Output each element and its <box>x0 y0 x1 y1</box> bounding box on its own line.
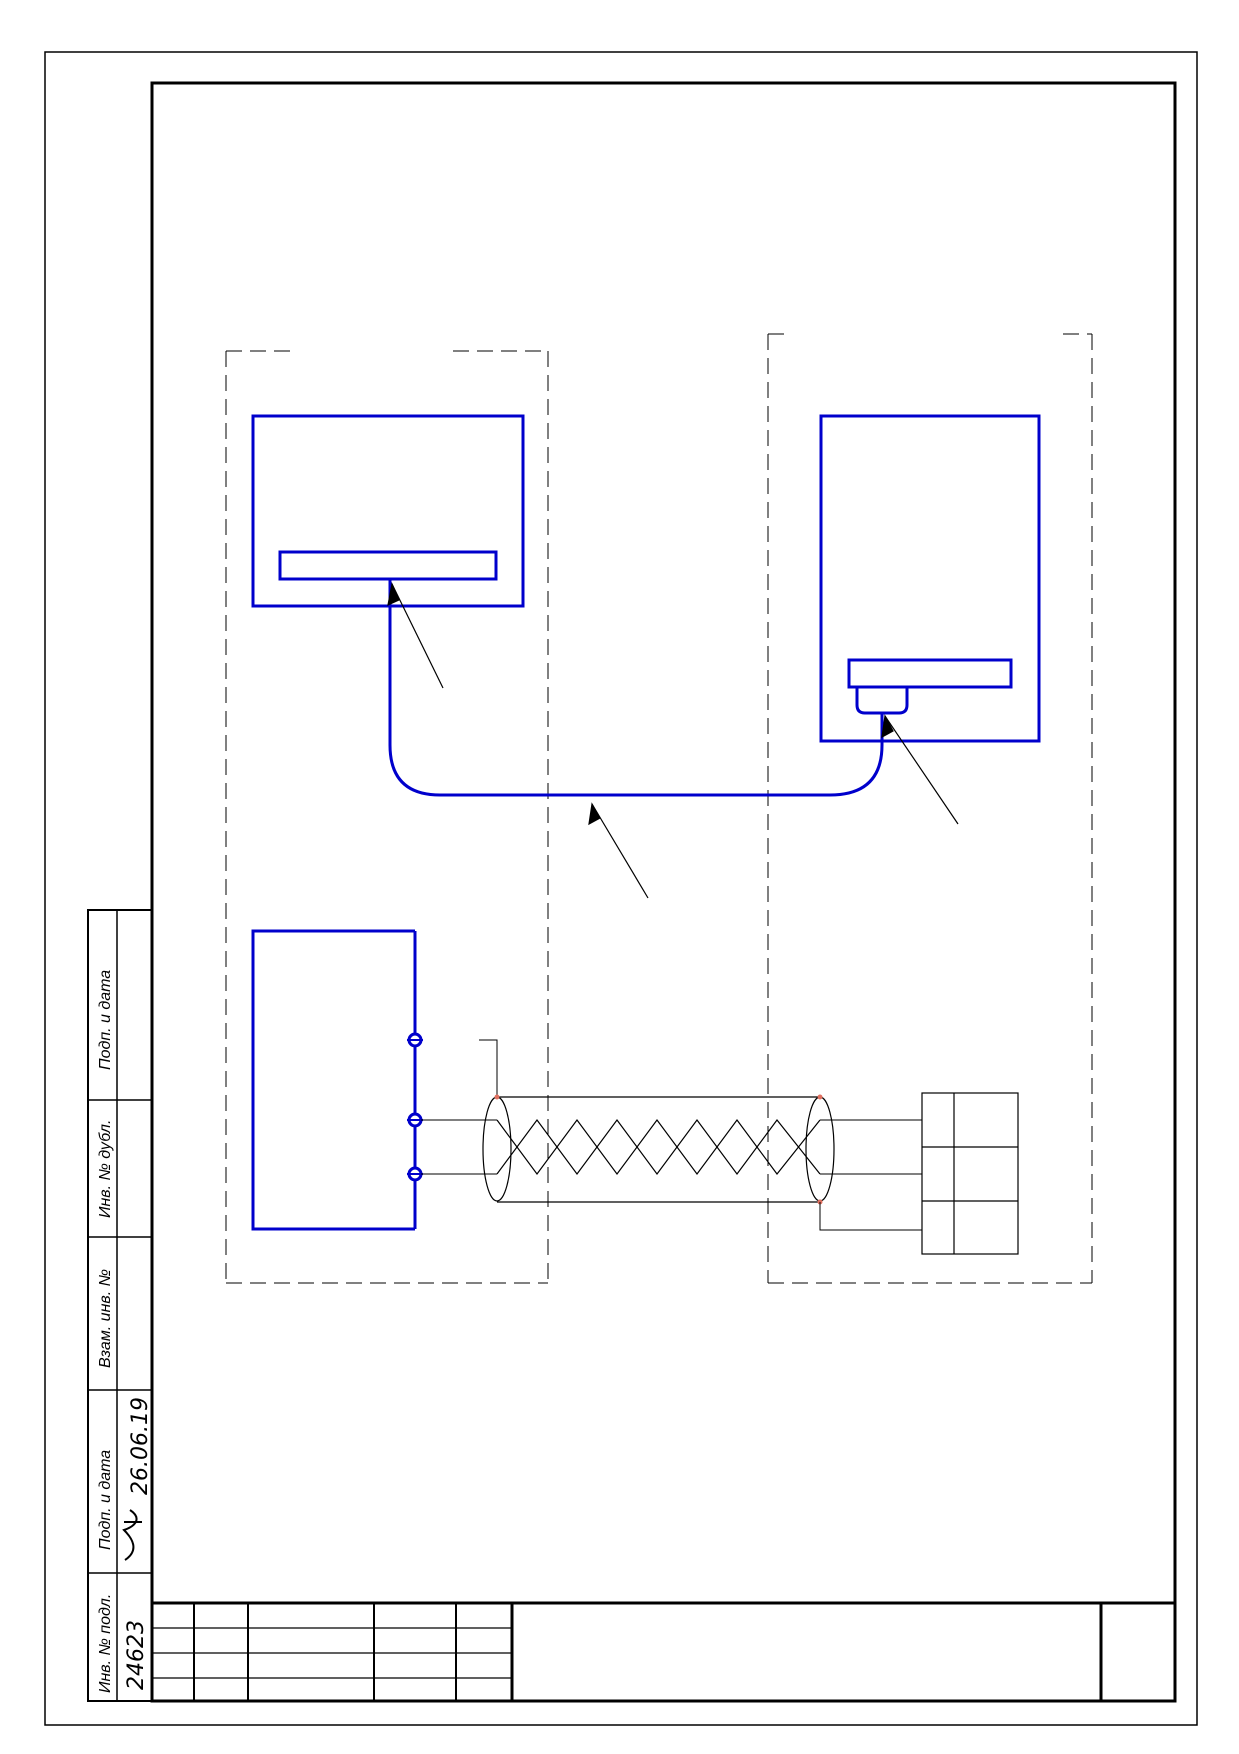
inv-no-podl-label: Инв. № подл. <box>97 1594 114 1693</box>
inv-no-dubl-label: Инв. № дубл. <box>97 1120 114 1218</box>
podp-i-data-top-label: Подп. и дата <box>97 970 114 1070</box>
side-stamp <box>87 909 153 1702</box>
right-device <box>819 414 1041 743</box>
outer-border <box>44 51 1198 1726</box>
terminal-wires <box>421 1039 498 1175</box>
right-enclosure-boundary <box>767 333 1093 1284</box>
shield-contact-dots <box>494 1094 823 1205</box>
left-device <box>251 414 525 608</box>
right-device-connector <box>847 658 1013 689</box>
left-enclosure-boundary <box>225 350 549 1284</box>
right-device-plug <box>855 687 909 715</box>
title-block <box>152 1601 1175 1701</box>
inv-no-podl-value: 24623 <box>124 1620 149 1690</box>
interconnect-cable <box>388 579 884 797</box>
connector-wires <box>819 1119 922 1231</box>
signature-date: 26.06.19 <box>128 1397 153 1495</box>
left-device-connector <box>278 550 498 581</box>
podp-i-data-bottom-label: Подп. и дата <box>97 1450 114 1550</box>
signature-mark <box>122 1509 142 1561</box>
drawing-frame <box>150 81 1177 1703</box>
leader-arrows <box>387 581 959 899</box>
vzam-inv-no-label: Взам. инв. № <box>97 1269 114 1368</box>
terminal-box <box>251 929 415 1231</box>
terminal-stubs <box>407 1039 423 1175</box>
connector-block <box>921 1092 1019 1255</box>
shielded-twisted-pair-cable <box>482 1096 835 1203</box>
